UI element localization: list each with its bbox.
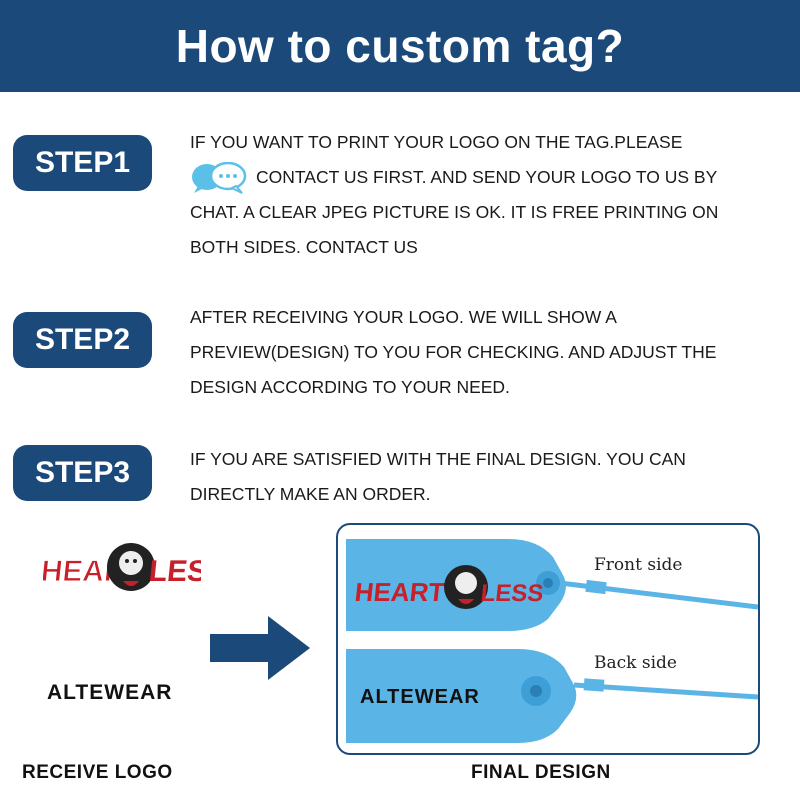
arrow-right-icon: [210, 616, 310, 680]
back-side-label: Back side: [594, 653, 677, 673]
svg-text:ALTEWEAR: ALTEWEAR: [47, 681, 172, 702]
step2-line1: AFTER RECEIVING YOUR LOGO. WE WILL SHOW …: [190, 307, 617, 327]
heartless-logo: HEART LESS: [43, 543, 201, 591]
final-design-caption: FINAL DESIGN: [471, 762, 611, 783]
step1-text: IF YOU WANT TO PRINT YOUR LOGO ON THE TA…: [190, 125, 770, 265]
step1-line1: IF YOU WANT TO PRINT YOUR LOGO ON THE TA…: [190, 132, 683, 152]
step3-text: IF YOU ARE SATISFIED WITH THE FINAL DESI…: [190, 442, 770, 512]
chat-icon: [192, 162, 247, 195]
altewear-logo: ALTEWEAR: [47, 681, 172, 702]
svg-text:HEART: HEART: [353, 577, 446, 607]
front-side-label: Front side: [594, 555, 683, 575]
step1-line3: CHAT. A CLEAR JPEG PICTURE IS OK. IT IS …: [190, 202, 719, 222]
receive-logo-caption: RECEIVE LOGO: [22, 762, 173, 783]
step1-line2: CONTACT US FIRST. AND SEND YOUR LOGO TO …: [256, 167, 718, 187]
final-design-panel: HEART LESS ALTEWEAR Front side Back side: [336, 523, 760, 755]
step3-line1: IF YOU ARE SATISFIED WITH THE FINAL DESI…: [190, 449, 686, 469]
step2-text: AFTER RECEIVING YOUR LOGO. WE WILL SHOW …: [190, 300, 770, 405]
svg-text:LESS: LESS: [147, 555, 201, 588]
page-title: How to custom tag?: [175, 20, 625, 72]
back-tag: ALTEWEAR: [346, 649, 758, 743]
header-banner: How to custom tag?: [0, 0, 800, 92]
step1-badge: STEP1: [13, 135, 152, 191]
tag-illustration: HEART LESS ALTEWEAR: [346, 539, 758, 743]
step2-badge: STEP2: [13, 312, 152, 368]
svg-text:LESS: LESS: [479, 580, 544, 607]
front-tag: HEART LESS: [346, 539, 758, 631]
step3-badge: STEP3: [13, 445, 152, 501]
step1-line4: BOTH SIDES. CONTACT US: [190, 237, 418, 257]
step2-line2: PREVIEW(DESIGN) TO YOU FOR CHECKING. AND…: [190, 342, 717, 362]
step2-line3: DESIGN ACCORDING TO YOUR NEED.: [190, 377, 510, 397]
step3-line2: DIRECTLY MAKE AN ORDER.: [190, 484, 431, 504]
svg-text:ALTEWEAR: ALTEWEAR: [360, 686, 480, 708]
step1-line2-row: CONTACT US FIRST. AND SEND YOUR LOGO TO …: [190, 160, 770, 195]
